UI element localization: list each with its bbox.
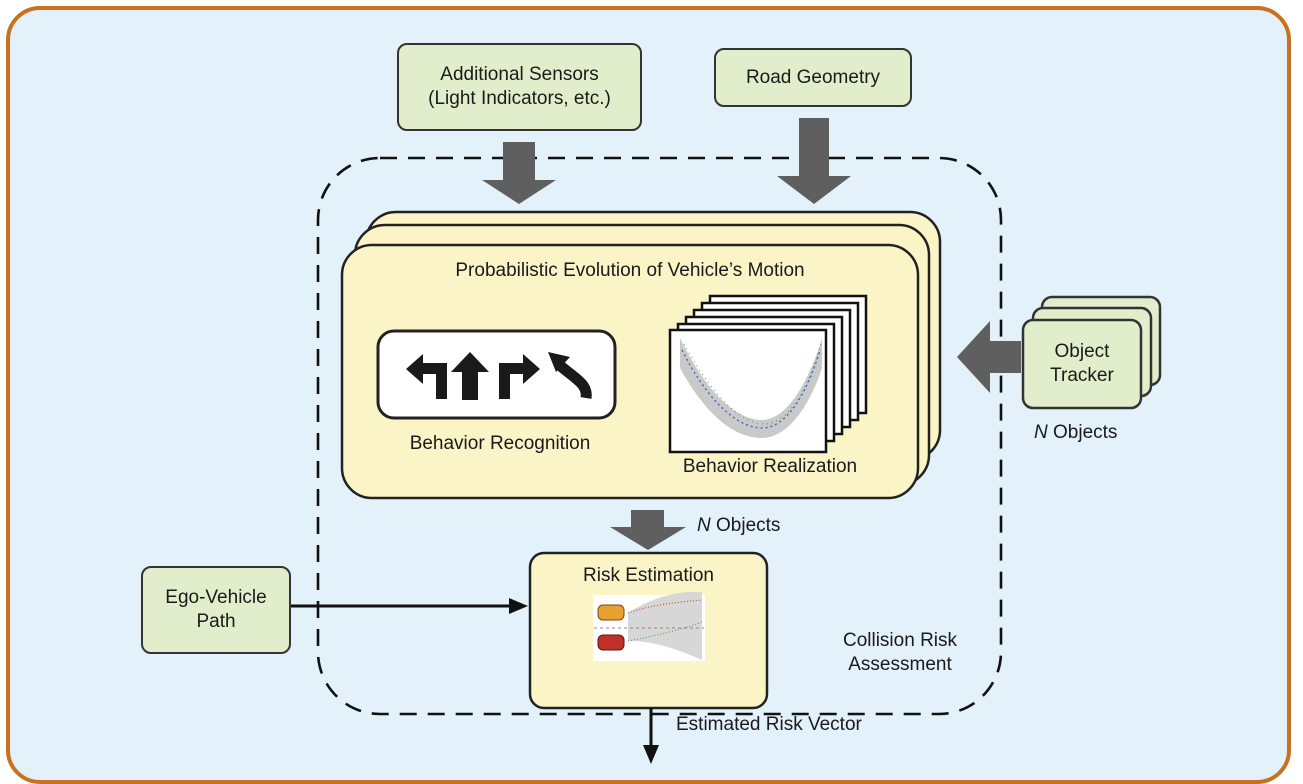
road-geometry-label: Road Geometry: [745, 66, 881, 88]
straight-arrow-icon: [451, 352, 489, 400]
behavior-recognition-label: Behavior Recognition: [409, 433, 591, 454]
tracker-n-symbol: N: [1034, 422, 1048, 443]
output-label: Estimated Risk Vector: [676, 714, 862, 735]
road-down-arrow: [777, 118, 851, 204]
behavior-realization-label: Behavior Realization: [682, 456, 858, 477]
red-car-icon: [597, 634, 625, 651]
collision-risk-boundary: [316, 156, 1003, 716]
object-tracker-line-2: Tracker: [1050, 365, 1114, 386]
additional-sensors-box: Additional Sensors (Light Indicators, et…: [397, 43, 642, 131]
trajectory-mean: [681, 349, 821, 429]
tracker-left-arrow: [957, 321, 1021, 393]
object-tracker-label: Object Tracker: [1023, 320, 1141, 408]
ego-vehicle-path-line-2: Path: [196, 611, 236, 632]
turn-right-arrow-icon: [499, 354, 540, 399]
collision-risk-line-1: Collision Risk: [842, 630, 958, 651]
middle-n-objects-label: N Objects: [697, 514, 780, 538]
additional-sensors-line-1: Additional Sensors: [440, 64, 599, 85]
road-geometry-box: Road Geometry: [714, 48, 912, 107]
ego-vehicle-path-line-1: Ego-Vehicle: [165, 587, 267, 608]
tracker-n-objects-label: N Objects: [1034, 421, 1117, 445]
bear-left-arrow-icon: [548, 352, 592, 399]
evolution-title: Probabilistic Evolution of Vehicle’s Mot…: [455, 260, 805, 281]
additional-sensors-line-2: (Light Indicators, etc.): [428, 88, 611, 109]
risk-thumbnail: [593, 591, 705, 661]
tracker-objects-text: Objects: [1047, 422, 1118, 443]
middle-n-symbol: N: [697, 515, 711, 536]
ego-vehicle-path-box: Ego-Vehicle Path: [141, 566, 291, 654]
middle-objects-text: Objects: [710, 515, 781, 536]
ego-to-risk-arrowhead: [509, 598, 528, 614]
middle-down-arrow: [610, 510, 686, 550]
collision-risk-line-2: Assessment: [848, 654, 952, 675]
object-tracker-front: [1021, 318, 1143, 410]
trajectory-band: [680, 338, 822, 438]
collision-risk-label: Collision Risk Assessment: [815, 629, 985, 677]
output-arrowhead: [643, 745, 659, 764]
sensors-down-arrow: [482, 142, 556, 204]
orange-car-icon: [597, 604, 625, 621]
object-tracker-line-1: Object: [1054, 341, 1110, 362]
turn-left-arrow-icon: [406, 354, 447, 399]
risk-estimation-label: Risk Estimation: [583, 565, 714, 586]
